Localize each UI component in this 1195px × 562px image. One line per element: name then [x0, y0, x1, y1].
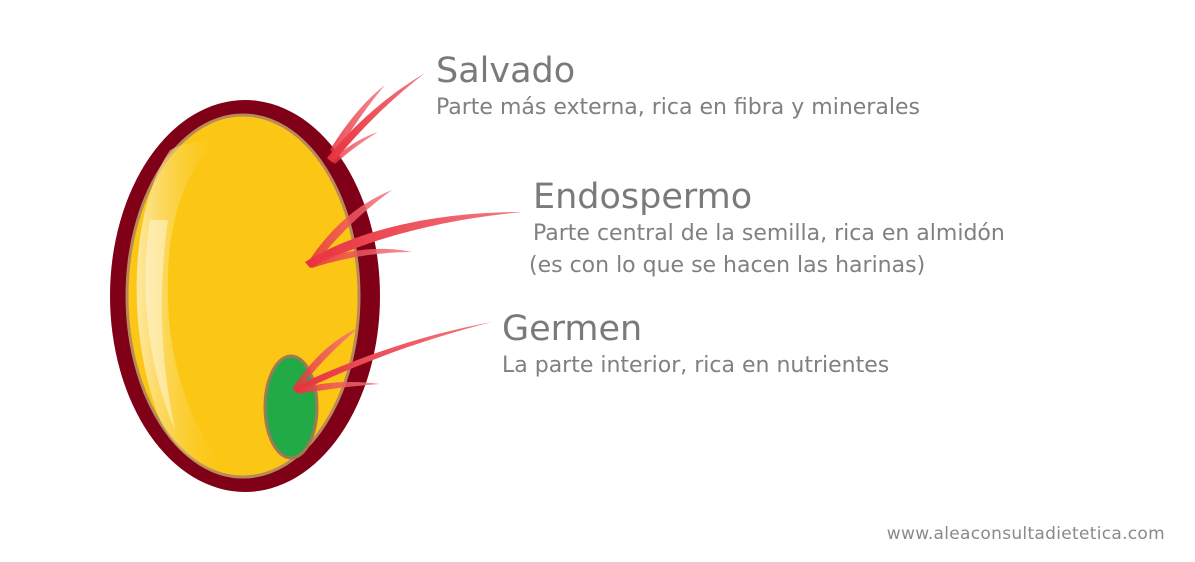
salvado-label-block: Salvado Parte más externa, rica en fibra…	[436, 50, 920, 124]
endosperm-highlight-2	[145, 220, 175, 430]
germen-arrow	[292, 322, 492, 394]
endospermo-arrow	[305, 190, 522, 268]
salvado-description: Parte más externa, rica en fibra y miner…	[436, 95, 920, 120]
endospermo-title: Endospermo	[533, 177, 753, 217]
salvado-arrow	[327, 73, 425, 164]
salvado-title: Salvado	[436, 51, 576, 91]
endospermo-label-block: Endospermo Parte central de la semilla, …	[529, 176, 1005, 282]
endospermo-description-line2: (es con lo que se hacen las harinas)	[529, 253, 926, 278]
germen-title: Germen	[502, 309, 643, 349]
website-watermark: www.aleaconsultadietetica.com	[886, 524, 1165, 544]
germen-description: La parte interior, rica en nutrientes	[502, 353, 890, 378]
germen-label-block: Germen La parte interior, rica en nutrie…	[502, 308, 889, 382]
endospermo-description-line1: Parte central de la semilla, rica en alm…	[533, 221, 1005, 246]
